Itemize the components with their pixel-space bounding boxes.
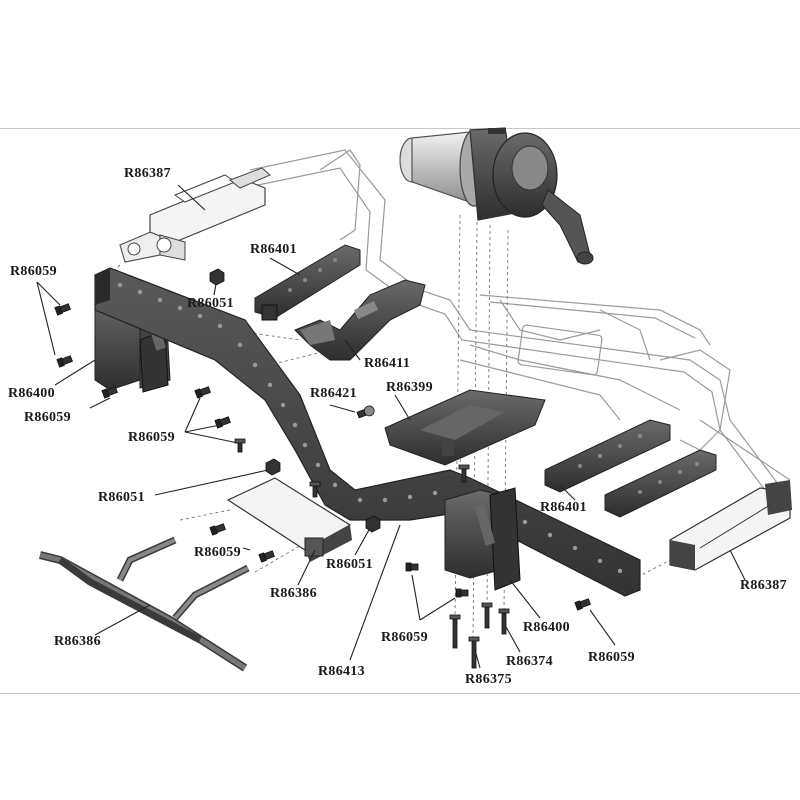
label-r86387-right: R86387 (740, 578, 787, 593)
label-r86401-right: R86401 (540, 500, 587, 515)
bottom-border (0, 693, 800, 694)
front-bumper (39, 536, 250, 672)
label-r86059-tray: R86059 (194, 545, 241, 560)
label-r86051-lower: R86051 (326, 557, 373, 572)
battery-tray (226, 477, 352, 562)
label-r86051-upper: R86051 (187, 296, 234, 311)
bumper-mount-bracket-top (119, 167, 271, 263)
label-r86421: R86421 (310, 386, 357, 401)
label-r86399: R86399 (386, 380, 433, 395)
hardware-screws (54, 303, 591, 669)
yoke-crossmember (294, 279, 426, 361)
top-border (0, 128, 800, 129)
link-mount-lower-right-a (544, 419, 671, 493)
label-r86059-lower-center: R86059 (381, 630, 428, 645)
label-r86374: R86374 (506, 654, 553, 669)
label-r86375: R86375 (465, 672, 512, 687)
label-r86401-upper: R86401 (250, 242, 297, 257)
label-r86059-center-left: R86059 (128, 430, 175, 445)
label-r86400-center: R86400 (523, 620, 570, 635)
label-r86059-right: R86059 (588, 650, 635, 665)
motor-assembly (399, 127, 594, 265)
label-r86387-top: R86387 (124, 166, 171, 181)
ghost-chassis-frame (249, 149, 791, 511)
label-r86413: R86413 (318, 664, 365, 679)
leader-lines (36, 184, 746, 669)
shock-mount-center (444, 487, 521, 591)
label-r86059-left: R86059 (24, 410, 71, 425)
label-r86386-tray: R86386 (270, 586, 317, 601)
skid-plate (384, 389, 546, 466)
label-r86051-lower-left: R86051 (98, 490, 145, 505)
link-mount-lower-right-b (604, 449, 717, 518)
label-r86400-left: R86400 (8, 386, 55, 401)
label-r86411: R86411 (364, 356, 411, 371)
bumper-mount-bracket-right (669, 480, 792, 571)
label-r86386-bumper: R86386 (54, 634, 101, 649)
link-mount-upper-left (254, 244, 361, 321)
label-r86059-upper-left: R86059 (10, 264, 57, 279)
